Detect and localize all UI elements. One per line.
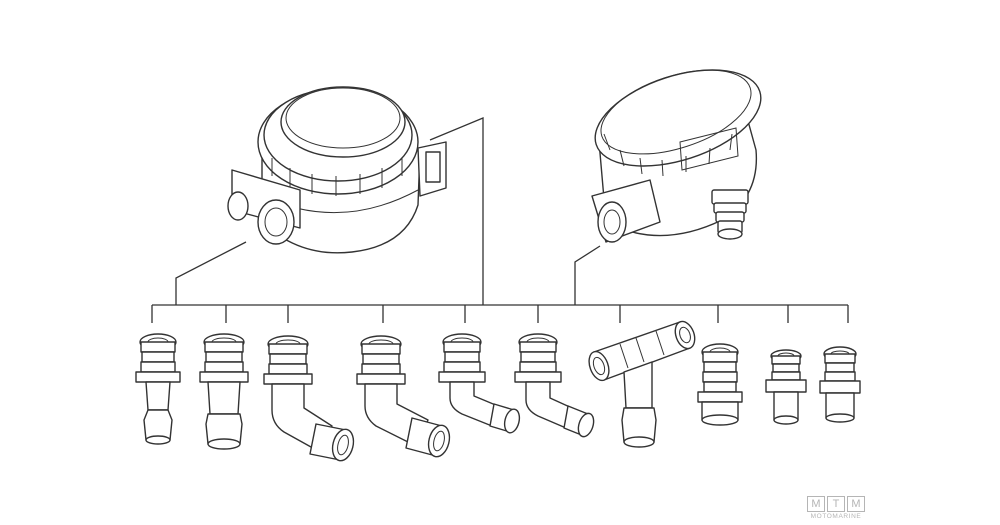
fitting-4 [356, 335, 451, 458]
watermark-letters: M T M [806, 496, 866, 512]
fitting-9 [765, 349, 807, 425]
watermark-logo: M T M MOTOMARINE [806, 496, 866, 520]
watermark-subtitle: MOTOMARINE [810, 513, 862, 520]
fitting-8 [697, 343, 743, 426]
fitting-1 [135, 333, 181, 445]
fitting-tee [588, 320, 696, 448]
watermark-letter: T [827, 496, 845, 512]
watermark-letter: M [807, 496, 825, 512]
fitting-5 [438, 333, 521, 434]
watermark-letter: M [847, 496, 865, 512]
filter-assembly-left [227, 86, 447, 254]
fitting-10 [819, 346, 861, 423]
fitting-3 [263, 335, 355, 462]
filter-assembly-right [591, 69, 762, 243]
fitting-2 [199, 333, 249, 450]
fitting-6 [514, 333, 595, 438]
leader-lines [151, 117, 849, 323]
